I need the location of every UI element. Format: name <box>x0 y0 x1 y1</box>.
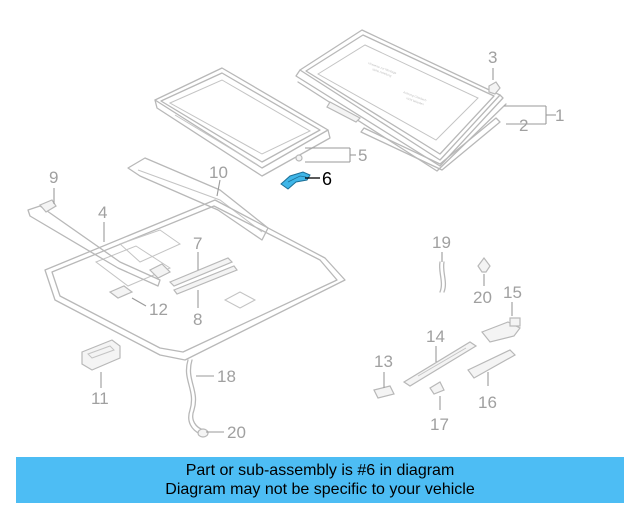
glass-panel-assembly: Hinweise zur Montage siehe Anleitung Ach… <box>295 29 507 172</box>
mechanism-parts-13-17 <box>373 317 521 399</box>
callout-14: 14 <box>426 327 445 346</box>
callout-10: 10 <box>209 163 228 182</box>
callout-2: 2 <box>519 116 528 135</box>
drain-hose-part-18 <box>185 359 209 438</box>
callout-3: 3 <box>488 48 497 67</box>
callout-11: 11 <box>91 389 109 408</box>
svg-text:nicht belasten: nicht belasten <box>406 96 425 106</box>
clip-part-3 <box>488 68 501 95</box>
banner-line-1: Part or sub-assembly is #6 in diagram <box>185 462 455 479</box>
callout-9: 9 <box>49 168 58 187</box>
callout-13: 13 <box>374 352 393 371</box>
callout-17: 17 <box>430 415 449 434</box>
callout-6: 6 <box>322 169 332 189</box>
leader-lines <box>53 105 556 433</box>
switch-part-11 <box>81 339 121 371</box>
callout-labels: 1 2 3 4 5 6 7 8 9 10 11 12 13 14 15 16 1… <box>49 48 564 442</box>
callout-20-right: 20 <box>473 288 492 307</box>
hose-part-19 <box>438 257 491 293</box>
callout-15: 15 <box>503 283 522 302</box>
callout-1: 1 <box>555 106 564 125</box>
callout-5: 5 <box>358 146 367 165</box>
diagram-notice-banner: Part or sub-assembly is #6 in diagram Di… <box>16 457 624 503</box>
callout-7: 7 <box>193 234 202 253</box>
svg-text:siehe Anleitung: siehe Anleitung <box>372 67 393 78</box>
callout-19: 19 <box>432 233 451 252</box>
roof-headliner-part-4 <box>27 199 346 361</box>
callout-4: 4 <box>98 203 107 222</box>
callout-16: 16 <box>478 393 497 412</box>
guide-rails-part-7-8 <box>168 257 238 295</box>
callout-20-bottom: 20 <box>227 423 246 442</box>
sunshade-panel <box>154 67 331 177</box>
highlighted-part-6 <box>280 171 311 190</box>
banner-line-2: Diagram may not be specific to your vehi… <box>165 481 475 498</box>
roof-frame-part-10 <box>127 157 269 241</box>
callout-18: 18 <box>217 367 236 386</box>
sunroof-parts-diagram: Hinweise zur Montage siehe Anleitung Ach… <box>27 29 564 442</box>
callout-12: 12 <box>149 300 168 319</box>
callout-8: 8 <box>193 310 202 329</box>
